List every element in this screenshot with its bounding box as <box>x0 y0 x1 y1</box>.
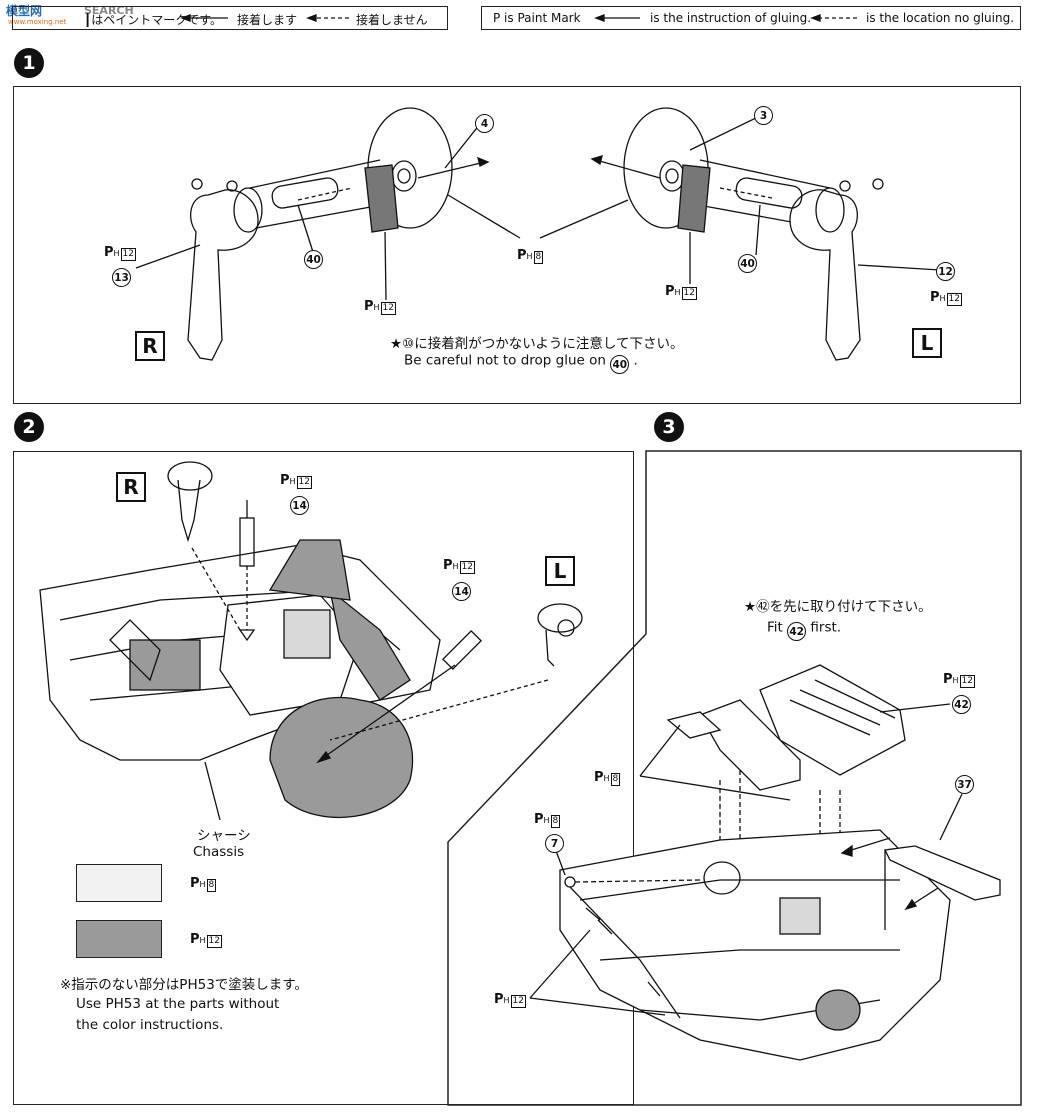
swatch-light <box>76 864 162 902</box>
part-12-callout: 12 <box>936 262 955 281</box>
step-1-note-jp: ★⑩に接着剤がつかないように注意して下さい。 <box>390 336 684 352</box>
step-1-note-en: Be careful not to drop glue on 40 . <box>404 352 638 374</box>
side-r-label: R <box>135 331 165 361</box>
step-3-number: 3 <box>654 412 684 442</box>
part-37-callout: 37 <box>955 775 974 794</box>
swatch-dark <box>76 920 162 958</box>
part-42-inline: 42 <box>787 622 807 641</box>
legend-en-glue: is the instruction of gluing. <box>650 11 812 25</box>
chassis-label-en: Chassis <box>193 844 245 860</box>
legend-jp-glue: 接着します <box>237 13 298 27</box>
step-2-side-r-label: R <box>116 472 146 502</box>
step-2-note-en1: Use PH53 at the parts without <box>76 996 280 1012</box>
step-1-number: 1 <box>14 48 44 78</box>
part-4-callout: 4 <box>475 114 494 133</box>
watermark-search: SEARCH <box>84 4 134 17</box>
step-3-note-en: Fit 42 first. <box>767 619 842 641</box>
step-1-note-en-a: Be careful not to drop glue on <box>404 352 606 369</box>
step-3-note-en-b: first. <box>810 619 842 636</box>
side-l-label: L <box>912 328 942 358</box>
part-40-callout-right: 40 <box>304 250 323 269</box>
step-1-note-en-b: . <box>633 352 638 369</box>
step-1-panel <box>13 86 1021 404</box>
chassis-label-jp: シャーシ <box>197 828 251 844</box>
legend-box-en <box>481 6 1021 30</box>
step-2-note-jp: ※指示のない部分はPH53で塗装します。 <box>60 977 308 993</box>
part-42-callout: 42 <box>952 695 971 714</box>
part-14-callout-r: 14 <box>290 496 309 515</box>
step-2-panel <box>13 451 634 1105</box>
watermark-logo: 模型网 <box>6 4 43 18</box>
legend-jp-noglue: 接着しません <box>356 13 428 27</box>
part-3-callout: 3 <box>754 106 773 125</box>
part-7-callout: 7 <box>545 834 564 853</box>
legend-en-mark: P is Paint Mark <box>493 11 581 25</box>
step-2-number: 2 <box>14 412 44 442</box>
part-13-callout: 13 <box>112 268 131 287</box>
watermark-url: www.moxing.net <box>8 18 67 26</box>
step-2-note-en2: the color instructions. <box>76 1017 224 1033</box>
step-2-side-l-label: L <box>545 556 575 586</box>
part-40-callout-left: 40 <box>738 254 757 273</box>
step-3-note-jp: ★㊷を先に取り付けて下さい。 <box>744 599 932 615</box>
legend-en-noglue: is the location no gluing. <box>866 11 1015 25</box>
part-40-inline: 40 <box>610 355 630 374</box>
legend-box-jp <box>12 6 448 30</box>
step-3-note-en-a: Fit <box>767 619 783 636</box>
part-14-callout-l: 14 <box>452 582 471 601</box>
